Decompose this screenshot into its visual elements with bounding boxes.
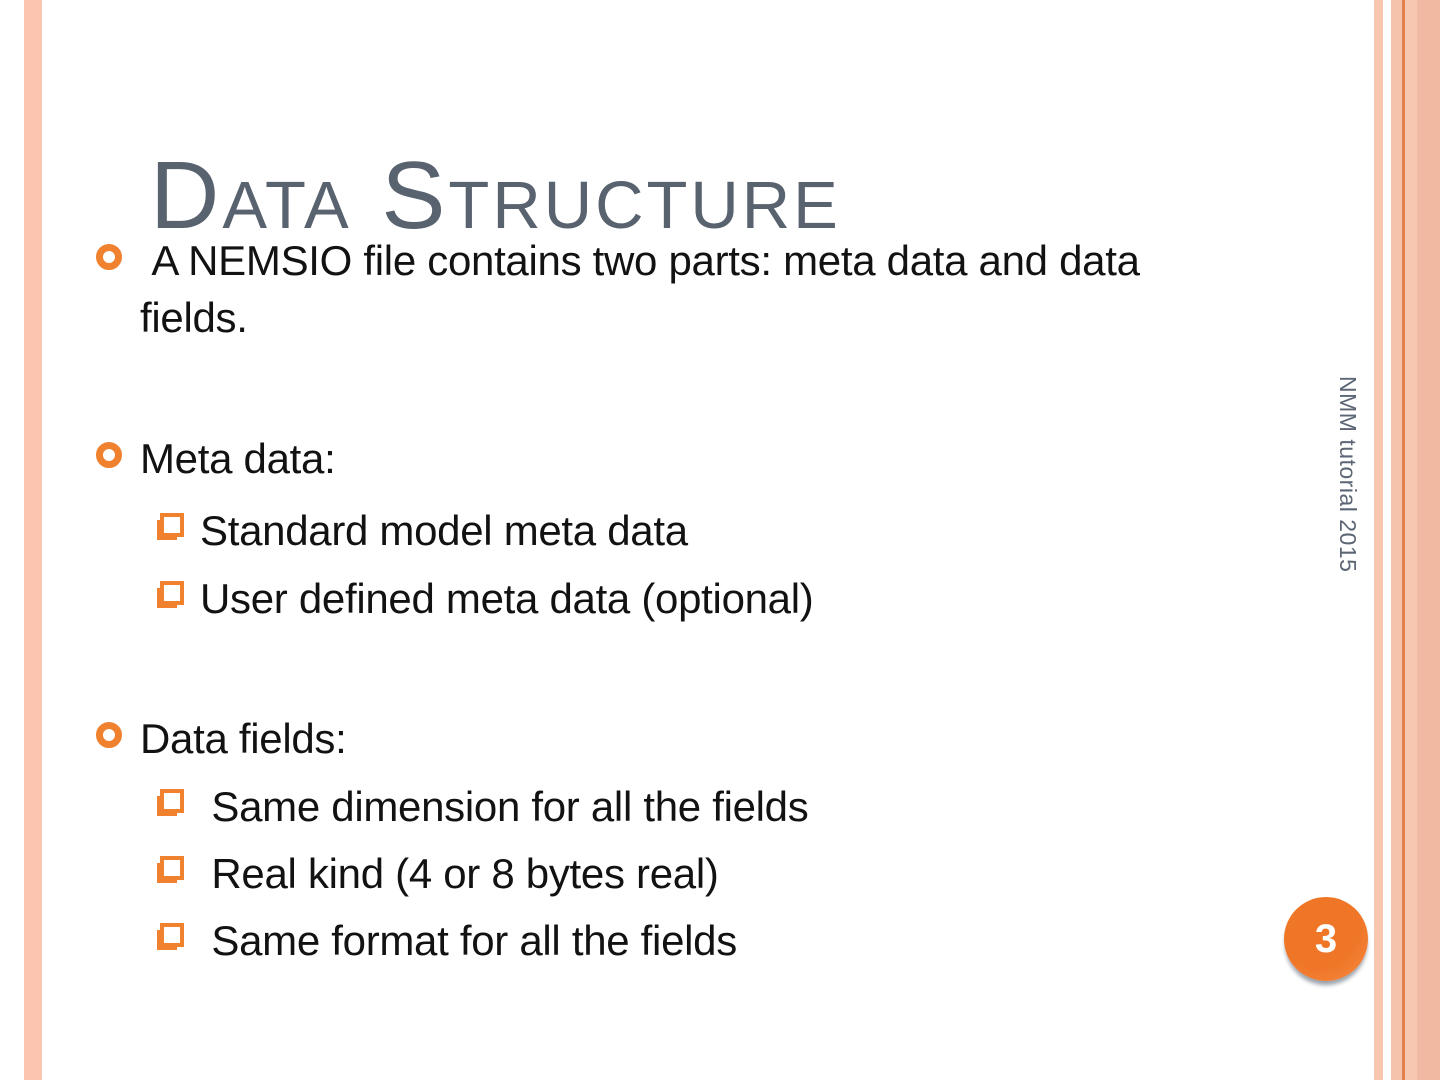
sub-bullet-text: Standard model meta data bbox=[200, 507, 688, 554]
circle-bullet-icon bbox=[96, 244, 122, 270]
bullet-text: Data fields: bbox=[140, 715, 347, 762]
sub-bullet-standard-meta: Standard model meta data bbox=[160, 502, 688, 559]
circle-bullet-icon bbox=[96, 722, 122, 748]
sub-bullet-same-format: Same format for all the fields bbox=[160, 912, 737, 969]
sidebar-caption: NMM tutorial 2015 bbox=[1335, 376, 1361, 573]
square-bullet-icon bbox=[160, 581, 184, 605]
left-border-stripe bbox=[24, 0, 42, 1080]
sub-bullet-same-dimension: Same dimension for all the fields bbox=[160, 778, 809, 835]
right-border-stripe-thin bbox=[1374, 0, 1383, 1080]
bullet-item-meta-data: Meta data: bbox=[96, 430, 336, 487]
bullet-text: A NEMSIO file contains two parts: meta d… bbox=[140, 237, 1152, 341]
square-bullet-icon bbox=[160, 789, 184, 813]
right-border-stripe-main bbox=[1391, 0, 1440, 1080]
square-bullet-icon bbox=[160, 923, 184, 947]
right-border-stripe-light bbox=[1405, 0, 1417, 1080]
sub-bullet-text: Same dimension for all the fields bbox=[200, 783, 809, 830]
sub-bullet-text: User defined meta data (optional) bbox=[200, 575, 814, 622]
page-number-badge: 3 bbox=[1284, 897, 1368, 981]
sub-bullet-text: Same format for all the fields bbox=[200, 917, 737, 964]
circle-bullet-icon bbox=[96, 442, 122, 468]
square-bullet-icon bbox=[160, 513, 184, 537]
page-number: 3 bbox=[1314, 916, 1338, 961]
square-bullet-icon bbox=[160, 856, 184, 880]
sub-bullet-text: Real kind (4 or 8 bytes real) bbox=[200, 850, 719, 897]
bullet-text: Meta data: bbox=[140, 435, 336, 482]
bullet-item-nemsio: A NEMSIO file contains two parts: meta d… bbox=[96, 232, 1240, 346]
sub-bullet-user-meta: User defined meta data (optional) bbox=[160, 570, 814, 627]
sub-bullet-real-kind: Real kind (4 or 8 bytes real) bbox=[160, 845, 719, 902]
right-border-accent-line bbox=[1402, 0, 1405, 1080]
slide-title: Data Structure bbox=[150, 142, 841, 250]
bullet-item-data-fields: Data fields: bbox=[96, 710, 347, 767]
right-border-stripe-dark bbox=[1417, 0, 1440, 1080]
